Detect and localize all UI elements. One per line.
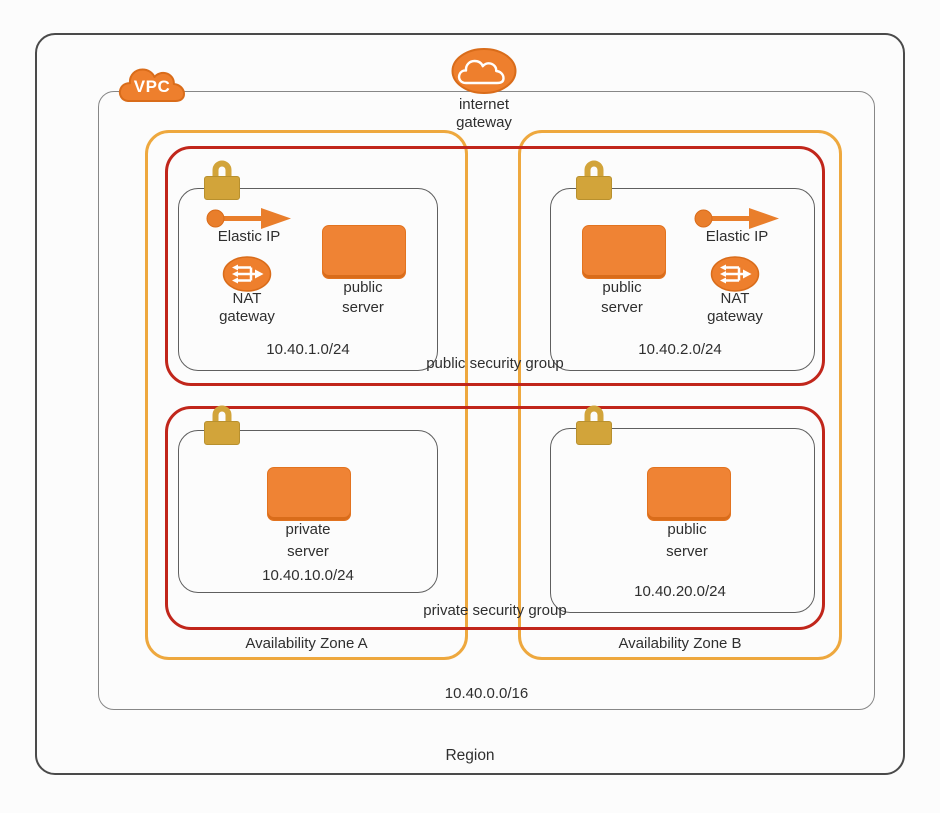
availability-zone-b-label: Availability Zone B: [618, 635, 742, 652]
availability-zone-a-box: [145, 130, 468, 660]
security-group-lock-icon: [576, 405, 612, 445]
internet-gateway-icon: [451, 48, 517, 94]
elastic-ip-label: Elastic IP: [217, 228, 281, 245]
availability-zone-a-label: Availability Zone A: [245, 635, 368, 652]
subnet-cidr-label: 10.40.10.0/24: [262, 567, 354, 584]
vpc-label: VPC: [133, 77, 171, 96]
server-label: public server: [601, 279, 643, 316]
public-server-icon: [322, 225, 406, 279]
subnet-3-box: [178, 430, 438, 593]
server-label: public server: [666, 521, 708, 560]
subnet-1-box: [178, 188, 438, 371]
elastic-ip-label: Elastic IP: [705, 228, 769, 245]
region-box: [35, 33, 905, 775]
private-server-icon: [267, 467, 351, 521]
nat-gateway-icon: [710, 256, 760, 292]
public-security-group-label: public security group: [426, 355, 564, 372]
security-group-lock-icon: [204, 160, 240, 200]
subnet-cidr-label: 10.40.20.0/24: [634, 583, 726, 600]
public-security-group-box: [165, 146, 825, 386]
subnet-2-box: [550, 188, 815, 371]
nat-gateway-label: NAT gateway: [707, 290, 763, 325]
public-server-icon: [582, 225, 666, 279]
subnet-4-box: [550, 428, 815, 613]
private-security-group-box: [165, 406, 825, 630]
elastic-ip-icon: [694, 208, 779, 229]
subnet-cidr-label: 10.40.2.0/24: [638, 341, 722, 358]
nat-gateway-label: NAT gateway: [219, 290, 275, 325]
elastic-ip-icon: [206, 208, 291, 229]
server-label: public server: [342, 279, 384, 316]
availability-zone-b-box: [518, 130, 842, 660]
region-label: Region: [445, 747, 495, 764]
security-group-lock-icon: [204, 405, 240, 445]
internet-gateway-label: internet gateway: [456, 96, 512, 131]
vpc-cidr-label: 10.40.0.0/16: [444, 685, 529, 702]
private-security-group-label: private security group: [423, 602, 567, 619]
vpc-cloud-icon: [118, 68, 185, 102]
public-server-icon: [647, 467, 731, 521]
security-group-lock-icon: [576, 160, 612, 200]
subnet-cidr-label: 10.40.1.0/24: [266, 341, 350, 358]
nat-gateway-icon: [222, 256, 272, 292]
server-label: private server: [285, 521, 331, 560]
